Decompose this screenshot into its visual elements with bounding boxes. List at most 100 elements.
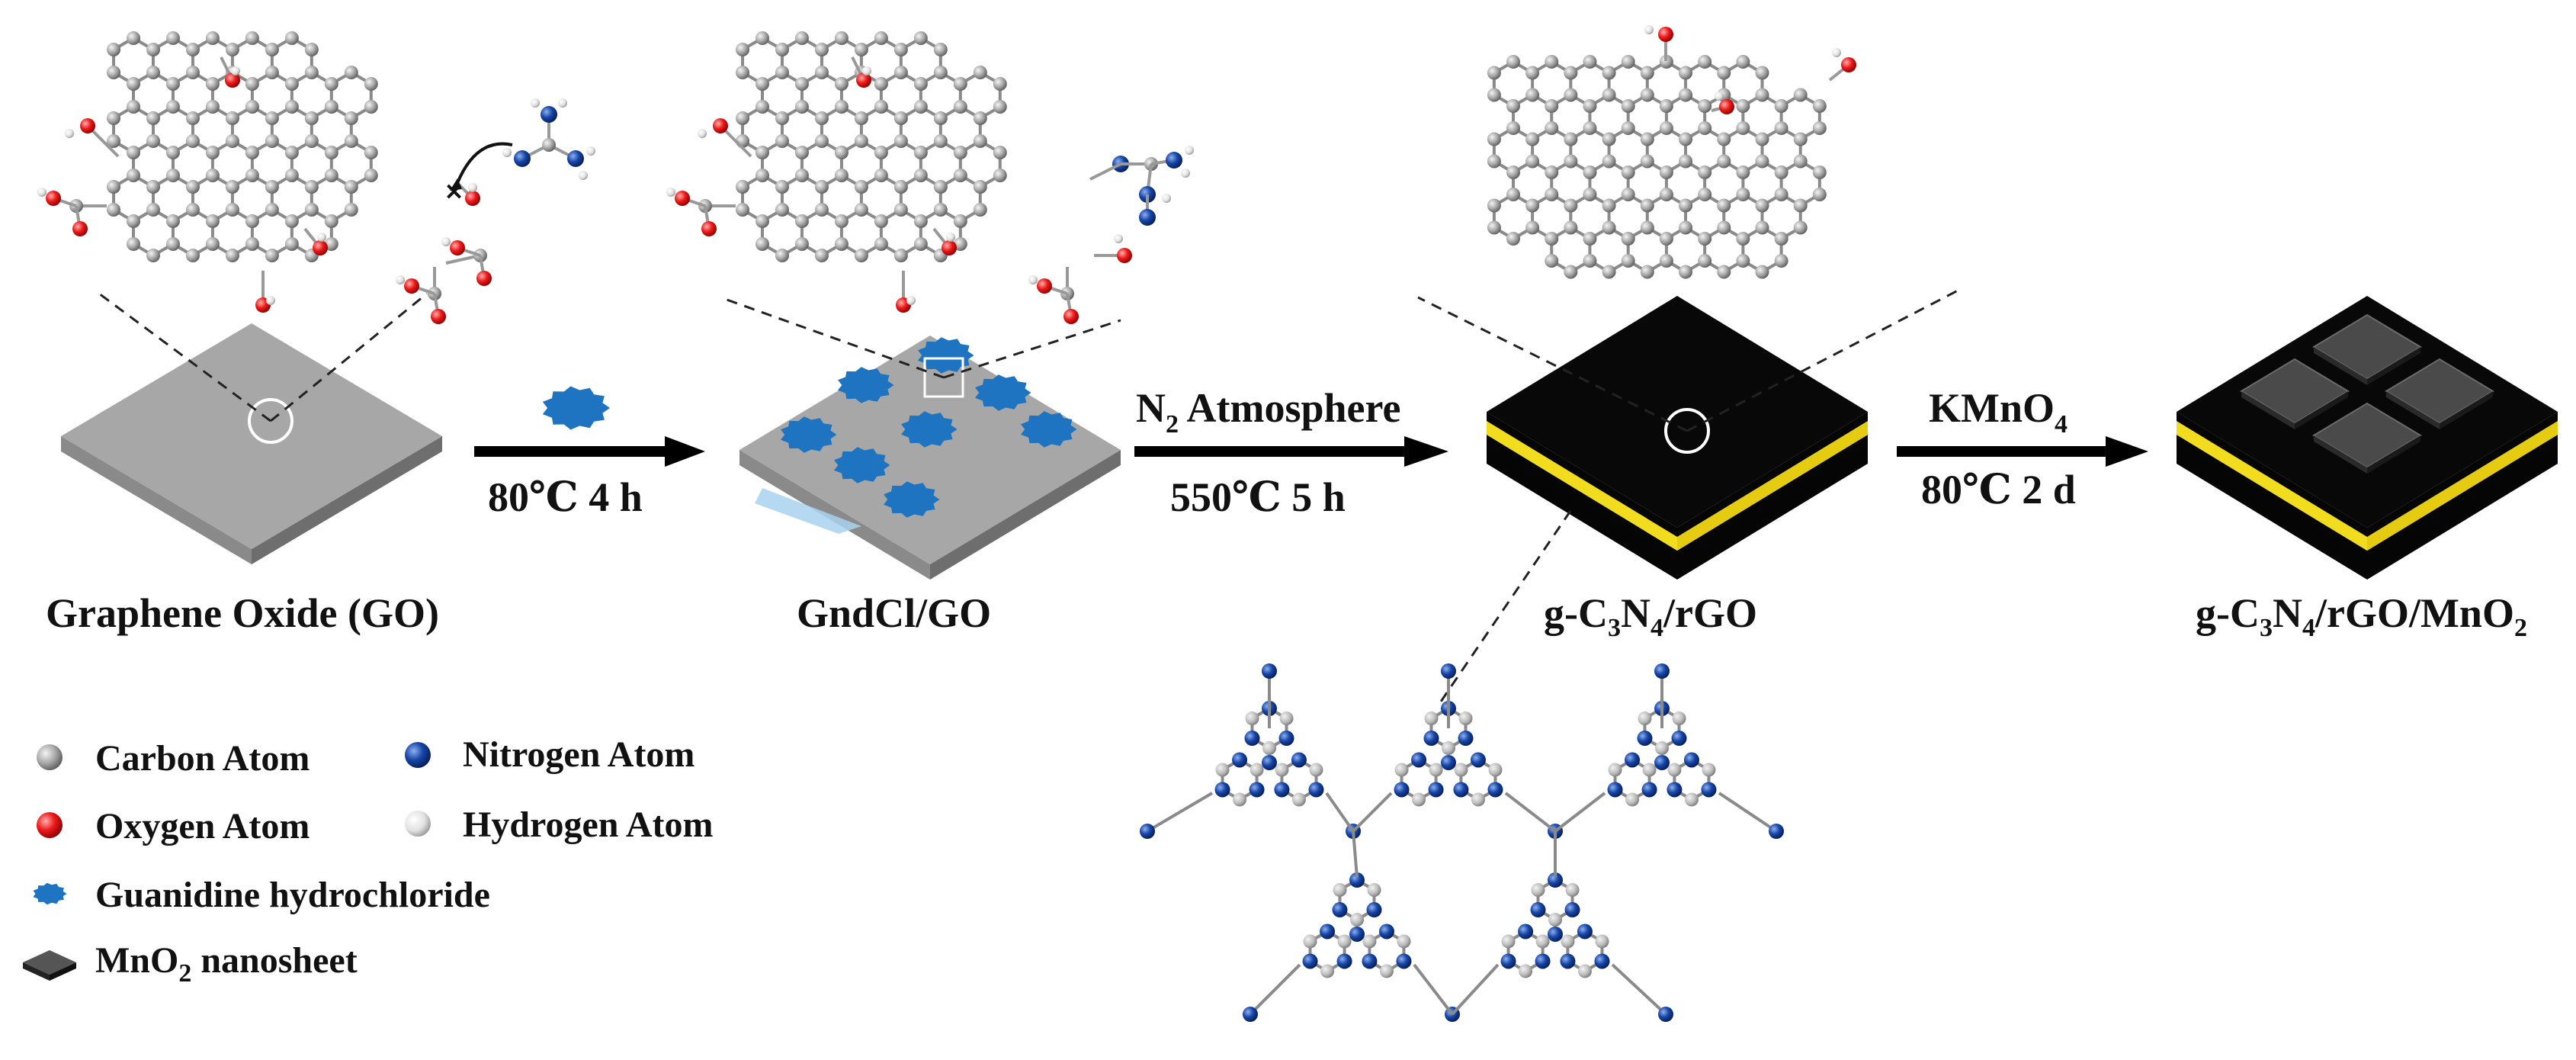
carbon-atom [1698,165,1712,179]
carbon-atom [1640,265,1654,279]
gc3n4-rgo-sheet [1417,288,1960,702]
stage-label-gndcl-go: GndCl/GO [797,590,991,636]
carbon-atom [205,146,220,159]
nitrogen-atom [1637,731,1653,747]
carbon-atom [1625,792,1640,807]
carbon-atom [953,77,967,91]
nitrogen-atom [1396,953,1412,969]
carbon-atom [304,66,319,79]
svg-text:✕: ✕ [444,180,464,205]
carbon-atom [1275,763,1289,777]
carbon-atom [324,100,338,114]
nitrogen-atom [1423,731,1439,747]
carbon-atom [146,66,160,79]
carbon-atom [1793,154,1808,169]
carbon-atom [1412,792,1426,807]
carbon-atom [834,146,849,159]
carbon-atom [265,134,279,148]
carbon-atom [814,203,829,217]
carbon-atom [1640,154,1654,169]
carbon-atom [874,31,888,45]
carbon-atom [1564,66,1578,80]
nitrogen-atom [1302,953,1318,969]
mno2-plate-side [2295,391,2348,429]
carbon-atom [755,146,769,159]
carbon-atom [284,169,299,182]
carbon-atom [1621,99,1635,113]
carbon-atom [1621,55,1635,69]
carbon-atom [1583,55,1597,69]
carbon-atom [1755,154,1769,169]
carbon-atom [1525,220,1540,235]
carbon-atom [794,100,809,114]
carbon-atom [736,203,750,217]
nitrogen-atom [1654,663,1670,679]
carbon-atom [265,249,279,262]
oxygen-atom [1841,57,1856,72]
carbon-atom [1659,254,1673,268]
hydrogen-atom [558,98,567,108]
carbon-atom [1471,792,1485,807]
carbon-atom [893,134,908,148]
carbon-atom [913,100,928,114]
guanidine-small-molecule [502,98,595,180]
carbon-atom [893,180,908,194]
carbon-atom [973,203,987,217]
carbon-atom [1640,66,1654,80]
carbon-atom [1487,88,1501,102]
carbon-atom [1736,55,1750,69]
carbon-atom [913,237,928,251]
carbon-atom [1793,220,1808,235]
hydrogen-atom [65,129,74,138]
bond [1146,792,1214,833]
carbon-atom [973,66,987,79]
carbon-atom [1793,132,1808,146]
carbon-atom [775,66,789,79]
nitrogen-atom [1366,902,1382,918]
carbon-atom [874,100,888,114]
oxygen-atom [1117,248,1132,263]
carbon-atom [973,111,987,125]
carbon-atom [1621,232,1635,246]
nitrogen-atom [1564,902,1580,918]
nitrogen-atom [1470,752,1486,768]
guanidine-blob [781,416,837,453]
guanidine-icon [33,882,67,905]
mno2-composite-sheet [2177,296,2558,580]
carbon-atom [364,146,378,159]
carbon-atom [245,169,259,182]
bond [1718,792,1778,833]
carbon-atom [834,77,849,91]
carbon-atom [304,134,319,148]
carbon-atom [1250,763,1264,777]
oxygen-atom [465,191,480,206]
nitrogen-atom [1535,953,1551,969]
carbon-atom [1564,198,1578,213]
carbon-atom [1621,165,1635,179]
oxygen-atom [1658,27,1673,42]
carbon-atom [1698,55,1712,69]
nitrogen-atom [1320,923,1336,940]
carbon-atom [953,146,967,159]
carbon-atom [1640,220,1654,235]
carbon-atom [205,31,220,45]
hydrogen-atom [266,296,275,305]
nitrogen-atom [1560,953,1576,969]
carbon-atom [225,43,239,56]
legend: Carbon Atom Nitrogen Atom Oxygen Atom Hy… [23,734,713,988]
carbon-atom [913,77,928,91]
carbon-atom [1812,121,1827,135]
carbon-atom [953,169,967,182]
nitrogen-atom [1140,824,1155,839]
nitrogen-atom [1641,782,1657,798]
arrow-3-reagent: KMnO4 [1929,385,2068,438]
carbon-atom [185,66,200,79]
oxygen-atom [675,191,690,206]
carbon-atom [127,169,140,182]
carbon-atom [933,66,948,79]
nitrogen-atom [1458,731,1474,747]
carbon-atom [1679,88,1693,102]
carbon-atom [1545,99,1559,113]
carbon-atom [1545,232,1559,246]
nitrogen-atom [1594,953,1610,969]
